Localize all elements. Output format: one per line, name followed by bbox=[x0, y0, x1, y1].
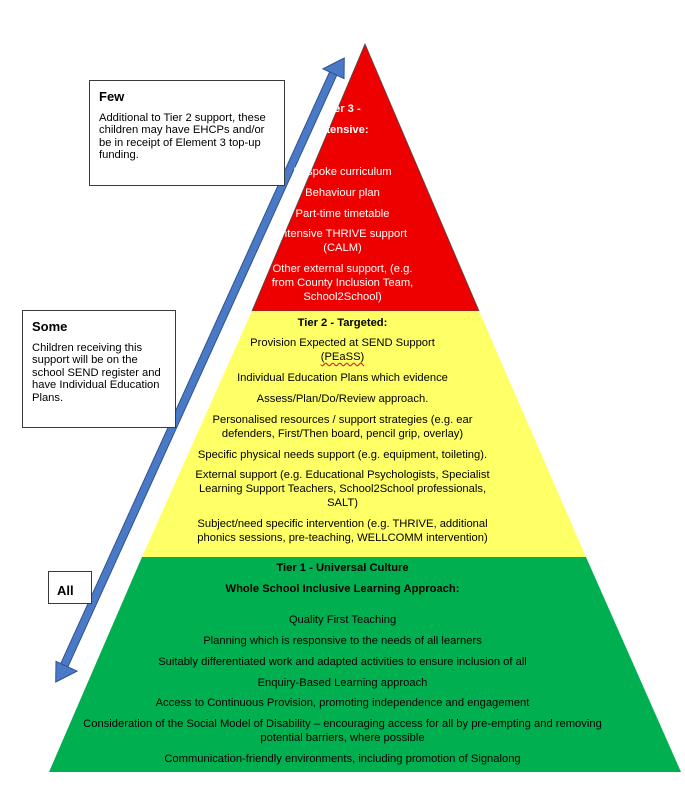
few-box: Few Additional to Tier 2 support, these … bbox=[89, 80, 285, 186]
few-text: Additional to Tier 2 support, these chil… bbox=[99, 112, 266, 162]
tier1-item: Quality First Teaching bbox=[288, 614, 397, 626]
tier2-item: Individual Education Plans which evidenc… bbox=[237, 372, 448, 384]
tier2-item: (PEaSS) bbox=[320, 351, 365, 363]
tier1-subtitle: Whole School Inclusive Learning Approach… bbox=[225, 583, 460, 595]
tier2-item: Learning Support Teachers, School2School… bbox=[198, 483, 487, 495]
tier1-item: Suitably differentiated work and adapted… bbox=[158, 656, 527, 668]
tier2-item: defenders, First/Then board, pencil grip… bbox=[221, 428, 464, 440]
tier3-item: from County Inclusion Team, bbox=[271, 277, 414, 289]
tier1-item: Enquiry-Based Learning approach bbox=[257, 677, 428, 689]
tier2-item: Specific physical needs support (e.g. eq… bbox=[197, 449, 488, 461]
tier3-title-line2: Intensive: bbox=[316, 124, 369, 136]
some-title: Some bbox=[32, 319, 68, 334]
tier1-item: Access to Continuous Provision, promotin… bbox=[155, 697, 530, 709]
tier3-item: School2School) bbox=[303, 291, 382, 303]
tier3-item: Other external support, (e.g. bbox=[272, 263, 413, 275]
tier1-title: Tier 1 - Universal Culture bbox=[276, 562, 409, 574]
tier2-item: phonics sessions, pre-teaching, WELLCOMM… bbox=[197, 532, 488, 544]
tier3-item: Behaviour plan bbox=[305, 187, 380, 199]
arrow-head-top bbox=[321, 57, 345, 80]
tier2-item: External support (e.g. Educational Psych… bbox=[195, 469, 490, 481]
few-title: Few bbox=[99, 89, 125, 104]
tier2-targeted-section bbox=[142, 311, 586, 557]
tier3-item: (CALM) bbox=[323, 242, 362, 254]
tier2-item: Subject/need specific intervention (e.g.… bbox=[197, 518, 488, 530]
tier3-item: Intensive THRIVE support bbox=[277, 228, 408, 240]
tier2-item: Assess/Plan/Do/Review approach. bbox=[256, 393, 429, 405]
tier2-item: Personalised resources / support strateg… bbox=[212, 414, 473, 426]
tier2-item: SALT) bbox=[327, 497, 358, 509]
tier3-title-line1: Tier 3 - bbox=[324, 103, 361, 115]
tier2-title: Tier 2 - Targeted: bbox=[297, 317, 388, 329]
arrow-head-bottom bbox=[55, 660, 79, 683]
tier3-item: Bespoke curriculum bbox=[293, 166, 392, 178]
all-box: All bbox=[48, 571, 92, 604]
some-box: Some Children receiving this support wil… bbox=[22, 310, 176, 428]
double-headed-arrow bbox=[55, 57, 345, 683]
tier1-item: Consideration of the Social Model of Dis… bbox=[83, 718, 602, 730]
tier1-item: potential barriers, where possible bbox=[260, 732, 425, 744]
some-text: Children receiving this support will be … bbox=[32, 342, 161, 404]
tier1-item: Communication-friendly environments, inc… bbox=[164, 753, 521, 765]
all-title: All bbox=[57, 583, 74, 598]
tier3-item: Part-time timetable bbox=[295, 208, 390, 220]
tier1-universal-section bbox=[49, 557, 681, 772]
tier2-item: Provision Expected at SEND Support bbox=[250, 337, 435, 349]
tier1-item: Planning which is responsive to the need… bbox=[203, 635, 482, 647]
